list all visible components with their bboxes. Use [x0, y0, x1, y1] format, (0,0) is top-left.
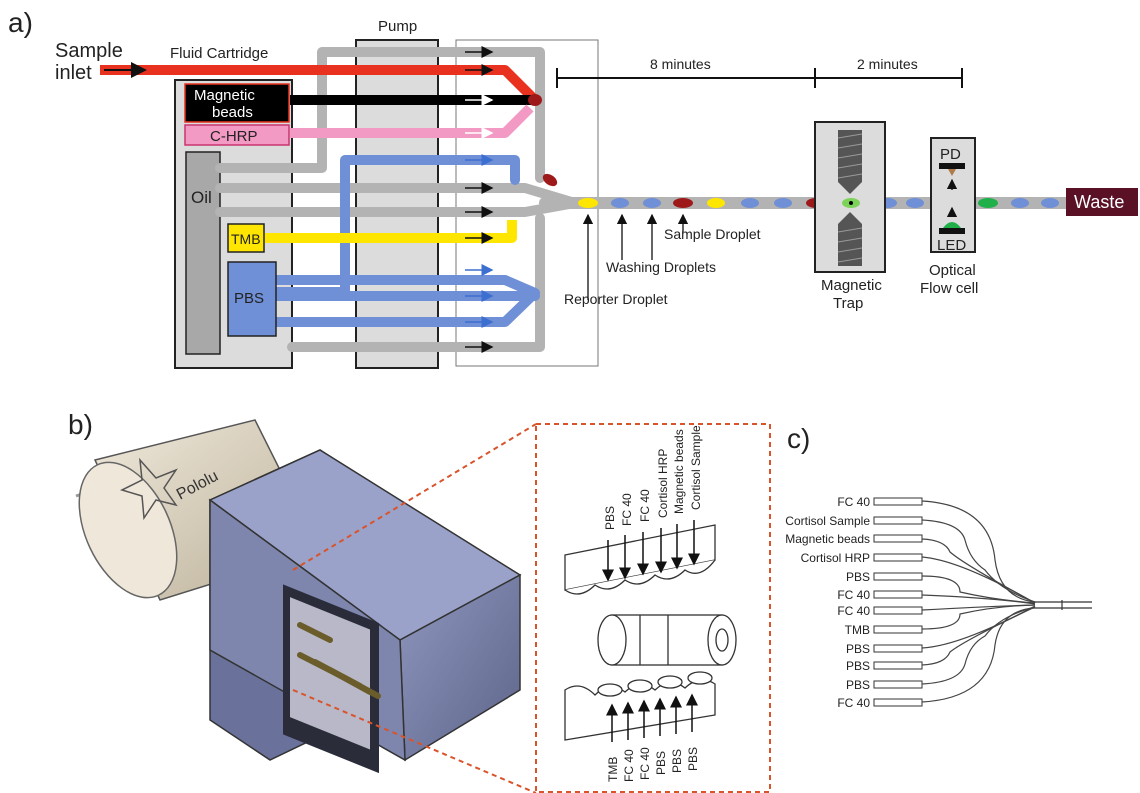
svg-text:TMB: TMB	[606, 757, 620, 782]
inlet-tubes	[873, 497, 923, 707]
chrp-label: C-HRP	[210, 128, 258, 145]
roller-cylinder	[597, 614, 737, 666]
svg-text:Cortisol HRP: Cortisol HRP	[801, 551, 870, 565]
panel-a: a) Oil	[8, 7, 1138, 369]
photodiode	[939, 163, 965, 169]
svg-text:TMB: TMB	[845, 623, 870, 637]
top-arrows	[602, 520, 700, 582]
panel-a-label: a)	[8, 7, 33, 38]
panel-c: c) FC 40 Cortisol Sample Magnetic beads …	[785, 423, 1092, 710]
svg-text:FC 40: FC 40	[837, 495, 870, 509]
svg-text:FC 40: FC 40	[837, 696, 870, 710]
magnetic-bead-cluster	[849, 201, 853, 205]
sample-droplet-label: Sample Droplet	[664, 226, 761, 242]
svg-text:PBS: PBS	[603, 506, 617, 530]
svg-text:FC 40: FC 40	[620, 493, 634, 526]
svg-text:PBS: PBS	[846, 678, 870, 692]
sample-tube	[100, 65, 539, 104]
led	[943, 222, 961, 228]
pd-label: PD	[940, 146, 961, 163]
led-base	[939, 228, 965, 234]
pbs-reservoir	[227, 261, 277, 337]
led-label: LED	[937, 237, 966, 254]
merge-droplet	[528, 94, 542, 106]
connector-pins	[297, 622, 381, 699]
washing-droplets-label: Washing Droplets	[606, 259, 716, 275]
waste-label: Waste	[1074, 192, 1124, 212]
panel-b-label: b)	[68, 409, 93, 440]
svg-text:Cortisol Sample: Cortisol Sample	[689, 425, 703, 510]
panel-b: b) Pololu	[68, 409, 771, 793]
svg-text:PBS: PBS	[846, 659, 870, 673]
chrp-tube	[290, 104, 534, 138]
photodiode-lens	[948, 169, 956, 176]
droplet-callouts	[582, 213, 689, 300]
svg-text:Cortisol HRP: Cortisol HRP	[656, 449, 670, 518]
svg-text:PBS: PBS	[846, 642, 870, 656]
svg-text:Magnetic beads: Magnetic beads	[785, 532, 870, 546]
svg-text:PBS: PBS	[846, 570, 870, 584]
fluid-cartridge-label: Fluid Cartridge	[170, 45, 268, 62]
magnet-bottom	[837, 212, 863, 266]
svg-text:FC 40: FC 40	[638, 747, 652, 780]
reporter-droplet-label: Reporter Droplet	[564, 291, 668, 307]
merge-droplet-2	[542, 173, 558, 187]
tmb-tube	[262, 220, 517, 243]
svg-text:FC 40: FC 40	[837, 604, 870, 618]
tmb-reservoir	[227, 223, 265, 253]
zoom-guides	[292, 423, 537, 793]
pump-box	[355, 39, 439, 369]
bottom-inlet-labels: TMB FC 40 FC 40 PBS PBS PBS	[606, 747, 700, 782]
bottom-arrows	[606, 693, 698, 742]
oil-label: Oil	[191, 188, 212, 207]
svg-text:PBS: PBS	[686, 747, 700, 771]
pump-label: Pump	[378, 18, 417, 35]
svg-text:FC 40: FC 40	[638, 489, 652, 522]
panel-c-label: c)	[787, 423, 810, 454]
magnetic-beads-reservoir	[184, 83, 290, 123]
oil-reservoir	[185, 151, 221, 355]
timing-bracket	[556, 68, 963, 88]
pbs-label: PBS	[234, 290, 264, 307]
svg-text:FC 40: FC 40	[837, 588, 870, 602]
time-8-min-label: 8 minutes	[650, 56, 711, 72]
tmb-label: TMB	[231, 231, 261, 247]
waste-box	[1066, 188, 1138, 216]
outlet-channel	[1035, 600, 1092, 610]
time-2-min-label: 2 minutes	[857, 56, 918, 72]
svg-text:Magnetic beads: Magnetic beads	[672, 429, 686, 514]
magnet-top	[837, 130, 863, 194]
pump-arrows	[465, 46, 494, 353]
manifold-housing	[208, 449, 522, 774]
svg-text:FC 40: FC 40	[622, 749, 636, 782]
svg-text:Cortisol Sample: Cortisol Sample	[785, 514, 870, 528]
svg-text:PBS: PBS	[670, 749, 684, 773]
inlet-labels: FC 40 Cortisol Sample Magnetic beads Cor…	[785, 495, 870, 710]
chrp-reservoir	[184, 124, 290, 146]
svg-text:PBS: PBS	[654, 751, 668, 775]
top-inlet-labels: PBS FC 40 FC 40 Cortisol HRP Magnetic be…	[603, 425, 703, 530]
channel-network	[921, 500, 1036, 703]
